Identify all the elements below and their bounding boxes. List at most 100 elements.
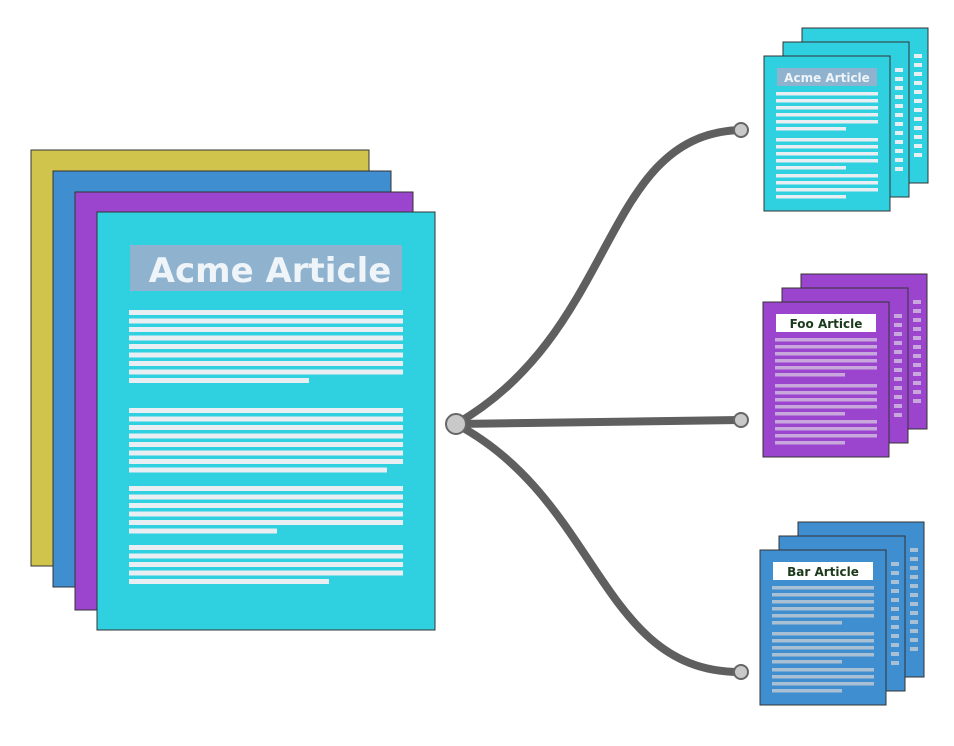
text-line xyxy=(776,106,878,110)
text-line xyxy=(129,467,387,473)
text-line xyxy=(894,413,902,417)
text-line xyxy=(913,390,921,394)
text-line xyxy=(910,620,918,624)
text-line xyxy=(775,398,877,402)
text-line xyxy=(894,314,902,318)
text-line xyxy=(776,92,878,96)
text-line xyxy=(894,359,902,363)
target-title: Acme Article xyxy=(784,71,870,85)
text-line xyxy=(129,416,403,422)
text-line xyxy=(776,195,846,199)
text-line xyxy=(891,634,899,638)
text-line xyxy=(910,575,918,579)
text-line xyxy=(129,442,403,447)
text-line xyxy=(129,335,403,341)
source-document-stack: Acme Article xyxy=(30,149,436,631)
text-line xyxy=(775,384,877,388)
text-line xyxy=(129,459,403,464)
text-line xyxy=(914,117,922,121)
text-line xyxy=(776,145,878,149)
hub-node xyxy=(445,413,467,435)
text-line xyxy=(129,570,403,576)
text-line xyxy=(772,675,874,679)
text-line xyxy=(772,668,874,672)
text-line xyxy=(895,104,903,108)
text-line xyxy=(894,332,902,336)
text-line xyxy=(895,140,903,144)
text-line xyxy=(913,354,921,358)
text-line xyxy=(895,86,903,90)
text-line xyxy=(910,647,918,651)
source-title-bar xyxy=(130,245,402,291)
text-line xyxy=(129,369,403,375)
text-line xyxy=(775,352,877,356)
text-line xyxy=(776,99,878,103)
text-line xyxy=(129,327,403,332)
text-line xyxy=(129,486,403,491)
endpoint-node-bar xyxy=(733,664,749,680)
text-line xyxy=(913,345,921,349)
source-title: Acme Article xyxy=(149,251,392,291)
text-line xyxy=(775,338,877,342)
text-line xyxy=(129,553,403,559)
text-line xyxy=(775,434,877,438)
text-line xyxy=(129,361,403,366)
text-line xyxy=(895,149,903,153)
text-line xyxy=(772,614,874,618)
text-line xyxy=(895,113,903,117)
text-line xyxy=(891,580,899,584)
text-line xyxy=(772,600,874,604)
text-line xyxy=(914,90,922,94)
text-line xyxy=(776,174,878,178)
text-line xyxy=(129,579,329,584)
text-line xyxy=(129,352,403,358)
target-stack-bar: Bar Article xyxy=(759,521,925,706)
text-line xyxy=(772,586,874,590)
text-line xyxy=(776,166,846,170)
text-line xyxy=(895,122,903,126)
text-line xyxy=(775,420,877,424)
text-line xyxy=(894,404,902,408)
text-line xyxy=(910,584,918,588)
endpoint-node-foo xyxy=(733,412,749,428)
text-line xyxy=(776,138,878,142)
text-line xyxy=(129,511,403,517)
text-line xyxy=(914,126,922,130)
text-line xyxy=(775,373,845,377)
target-stack-foo: Foo Article xyxy=(762,273,928,458)
text-line xyxy=(891,661,899,665)
text-line xyxy=(914,63,922,67)
text-line xyxy=(895,68,903,72)
text-line xyxy=(129,494,403,500)
text-line xyxy=(772,639,874,643)
text-line xyxy=(895,77,903,81)
target-title-bar xyxy=(773,562,873,580)
connector-lines xyxy=(445,122,749,680)
text-line xyxy=(914,99,922,103)
text-line xyxy=(891,616,899,620)
text-line xyxy=(129,562,403,567)
text-line xyxy=(891,562,899,566)
text-line xyxy=(894,386,902,390)
connector-to-foo xyxy=(452,416,744,428)
text-line xyxy=(914,81,922,85)
target-title: Bar Article xyxy=(787,565,859,579)
text-line xyxy=(891,598,899,602)
text-line xyxy=(913,318,921,322)
text-line xyxy=(913,309,921,313)
text-line xyxy=(910,602,918,606)
text-line xyxy=(914,144,922,148)
text-line xyxy=(776,188,878,192)
text-line xyxy=(914,54,922,58)
text-line xyxy=(775,366,877,370)
text-line xyxy=(894,323,902,327)
text-line xyxy=(772,632,874,636)
text-line xyxy=(129,408,403,413)
text-line xyxy=(772,660,842,664)
text-line xyxy=(129,310,403,315)
text-line xyxy=(895,95,903,99)
connector-to-bar xyxy=(452,420,744,676)
text-line xyxy=(891,643,899,647)
text-line xyxy=(776,113,878,117)
